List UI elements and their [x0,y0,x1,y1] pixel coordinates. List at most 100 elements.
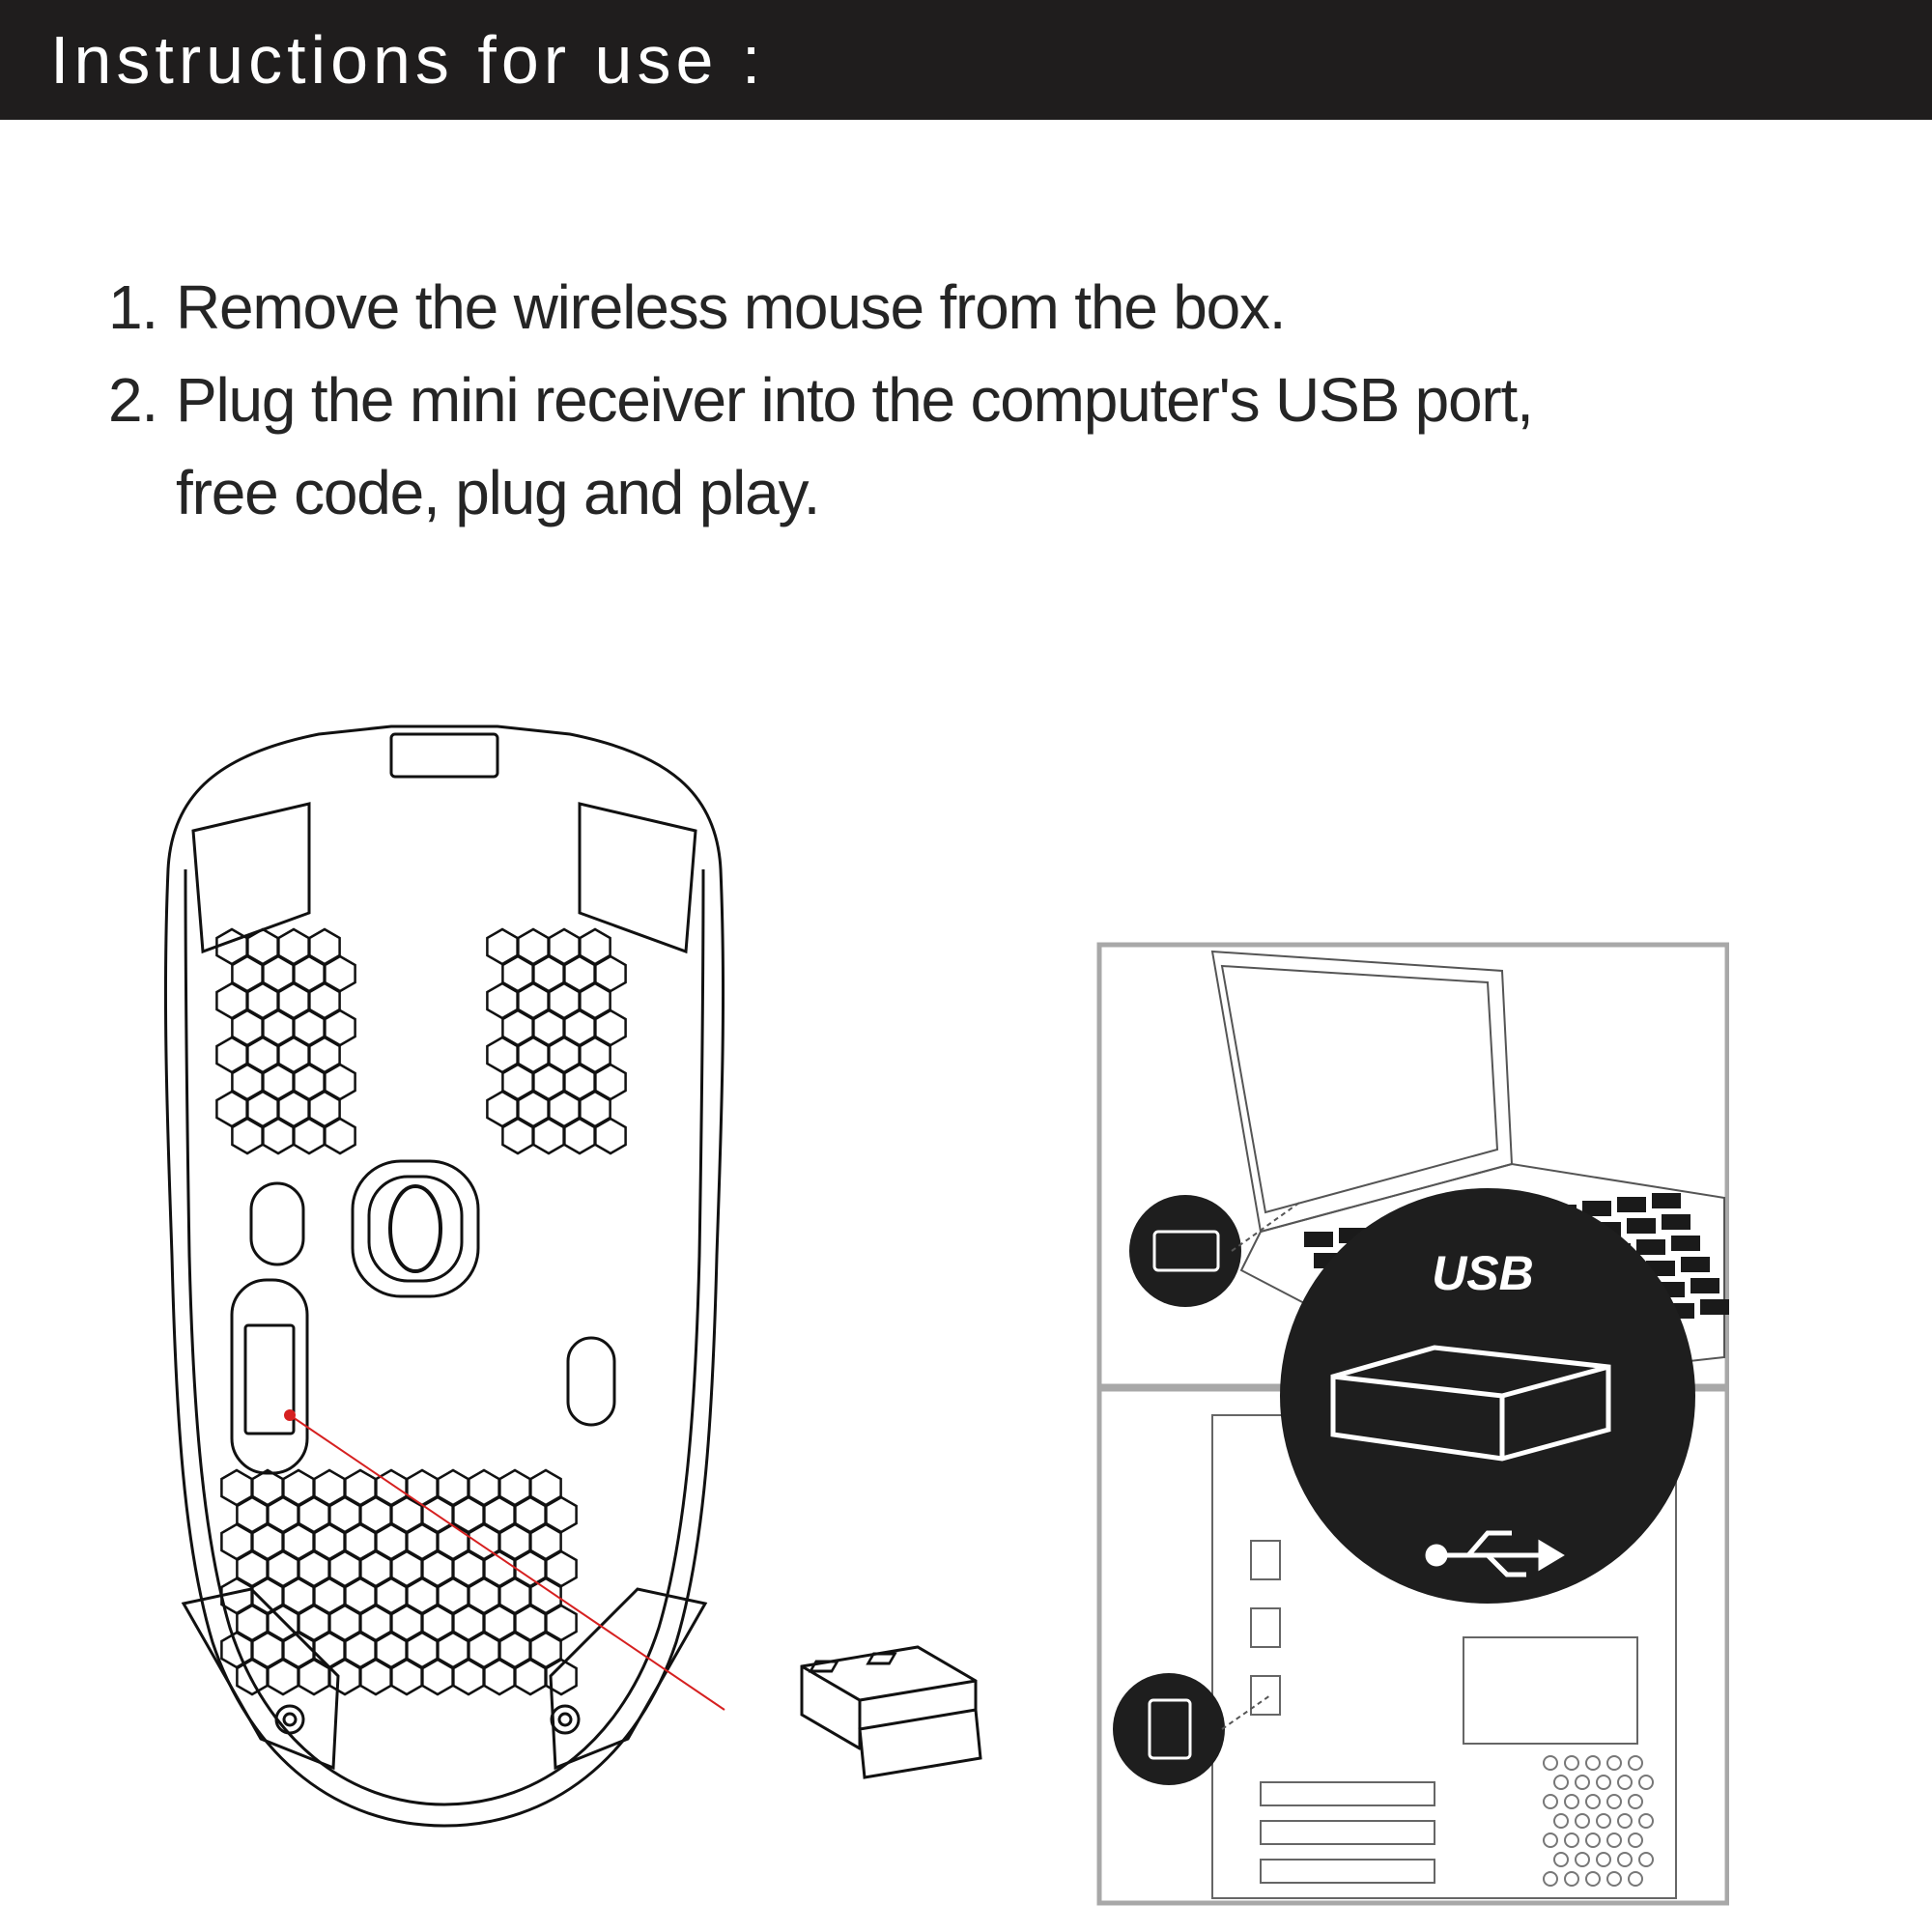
vent-hole [1606,1755,1622,1771]
honeycomb-hole [390,1658,423,1696]
honeycomb-hole [231,1117,264,1155]
vent-hole [1553,1775,1569,1790]
vent-hole [1628,1833,1643,1848]
step-number [108,446,176,539]
vent-hole [1606,1871,1622,1887]
receiver-storage-slot [230,1278,309,1475]
honeycomb-hole [594,1117,627,1155]
honeycomb-hole [328,1658,361,1696]
laptop-drawing [1210,950,1725,1388]
honeycomb-hole [293,1117,326,1155]
vent-hole [1553,1852,1569,1867]
laptop-key [1681,1257,1710,1272]
honeycomb-hole [452,1658,485,1696]
desktop-usb-callout [1113,1673,1225,1785]
honeycomb-hole [421,1658,454,1696]
vent-hole [1553,1813,1569,1829]
honeycomb-hole [501,1117,534,1155]
step-number: 1. [108,272,158,342]
vent-hole [1596,1852,1611,1867]
honeycomb-hole [563,1117,596,1155]
laptop-key [1652,1193,1681,1208]
vent-hole [1638,1775,1654,1790]
step-text: free code, plug and play. [176,458,820,527]
vent-hole [1606,1794,1622,1809]
computer-usb-panel-illustration: USB [1096,942,1729,1906]
vent-hole [1585,1833,1601,1848]
front-left-glide-pad [191,802,311,954]
laptop-usb-callout [1129,1195,1241,1307]
usb-symbol-icon [1425,1530,1565,1577]
vent-hole [1596,1813,1611,1829]
page-title: Instructions for use : [50,22,766,98]
vent-hole [1564,1871,1579,1887]
honeycomb-hole [359,1658,392,1696]
mouse-outline [163,724,725,1828]
laptop-key [1671,1236,1700,1251]
honeycomb-hole [267,1658,299,1696]
header-bar: Instructions for use : [0,0,1932,120]
honeycomb-hole [298,1658,330,1696]
laptop-key [1627,1218,1656,1234]
honeycomb-hole [236,1658,269,1696]
mode-switch [566,1336,616,1427]
step-number: 2. [108,365,158,435]
honeycomb-hole [262,1117,295,1155]
vent-hole [1575,1852,1590,1867]
honeycomb-hole [532,1117,565,1155]
honeycomb-hole [514,1658,547,1696]
usb-callout-label: USB [1432,1246,1534,1300]
honeycomb-hole [324,1117,356,1155]
receiver-indicator-line [289,1414,725,1711]
vent-hole [1543,1794,1558,1809]
step-2: 2. Plug the mini receiver into the compu… [108,354,1750,446]
optical-sensor-ring [351,1159,480,1298]
vent-hole [1543,1755,1558,1771]
laptop-key [1690,1278,1719,1293]
front-right-glide-pad [578,802,697,954]
vent-hole [1617,1775,1633,1790]
vent-hole [1628,1794,1643,1809]
vent-hole [1585,1871,1601,1887]
step-2-continued: free code, plug and play. [108,446,1750,539]
honeycomb-hole [483,1658,516,1696]
step-1: 1. Remove the wireless mouse from the bo… [108,261,1750,354]
vent-hole [1628,1871,1643,1887]
vent-hole [1564,1794,1579,1809]
laptop-key [1700,1299,1729,1315]
vent-hole [1575,1813,1590,1829]
step-text: Plug the mini receiver into the computer… [176,365,1534,435]
vent-hole [1585,1794,1601,1809]
usb-plug-body [858,1708,982,1779]
step-text: Remove the wireless mouse from the box. [176,272,1287,342]
usb-receiver-illustration [800,1645,982,1779]
laptop-key [1662,1214,1690,1230]
vent-hole [1638,1852,1654,1867]
honeycomb-holes [215,927,627,1696]
vent-hole [1585,1755,1601,1771]
vent-hole [1564,1833,1579,1848]
vent-hole [1606,1833,1622,1848]
laptop-key [1636,1239,1665,1255]
usb-receiver-zoom [1330,1345,1611,1462]
vent-hole [1617,1852,1633,1867]
laptop-key [1304,1232,1333,1247]
optical-sensor-lens [388,1184,442,1273]
vent-hole [1638,1813,1654,1829]
vent-hole [1543,1871,1558,1887]
vent-hole [1628,1755,1643,1771]
mouse-underside-illustration [163,724,725,1828]
rear-left-glide-pad [181,1587,340,1771]
dpi-button [249,1181,305,1266]
vent-hole [1596,1775,1611,1790]
laptop-key [1617,1197,1646,1212]
honeycomb-hole [545,1658,578,1696]
laptop-key [1582,1201,1611,1216]
instruction-steps: 1. Remove the wireless mouse from the bo… [108,261,1750,539]
vent-hole [1575,1775,1590,1790]
vent-hole [1564,1755,1579,1771]
vent-hole [1617,1813,1633,1829]
desktop-vent-holes [1543,1755,1654,1887]
scroll-wheel-notch [389,732,499,779]
vent-hole [1543,1833,1558,1848]
